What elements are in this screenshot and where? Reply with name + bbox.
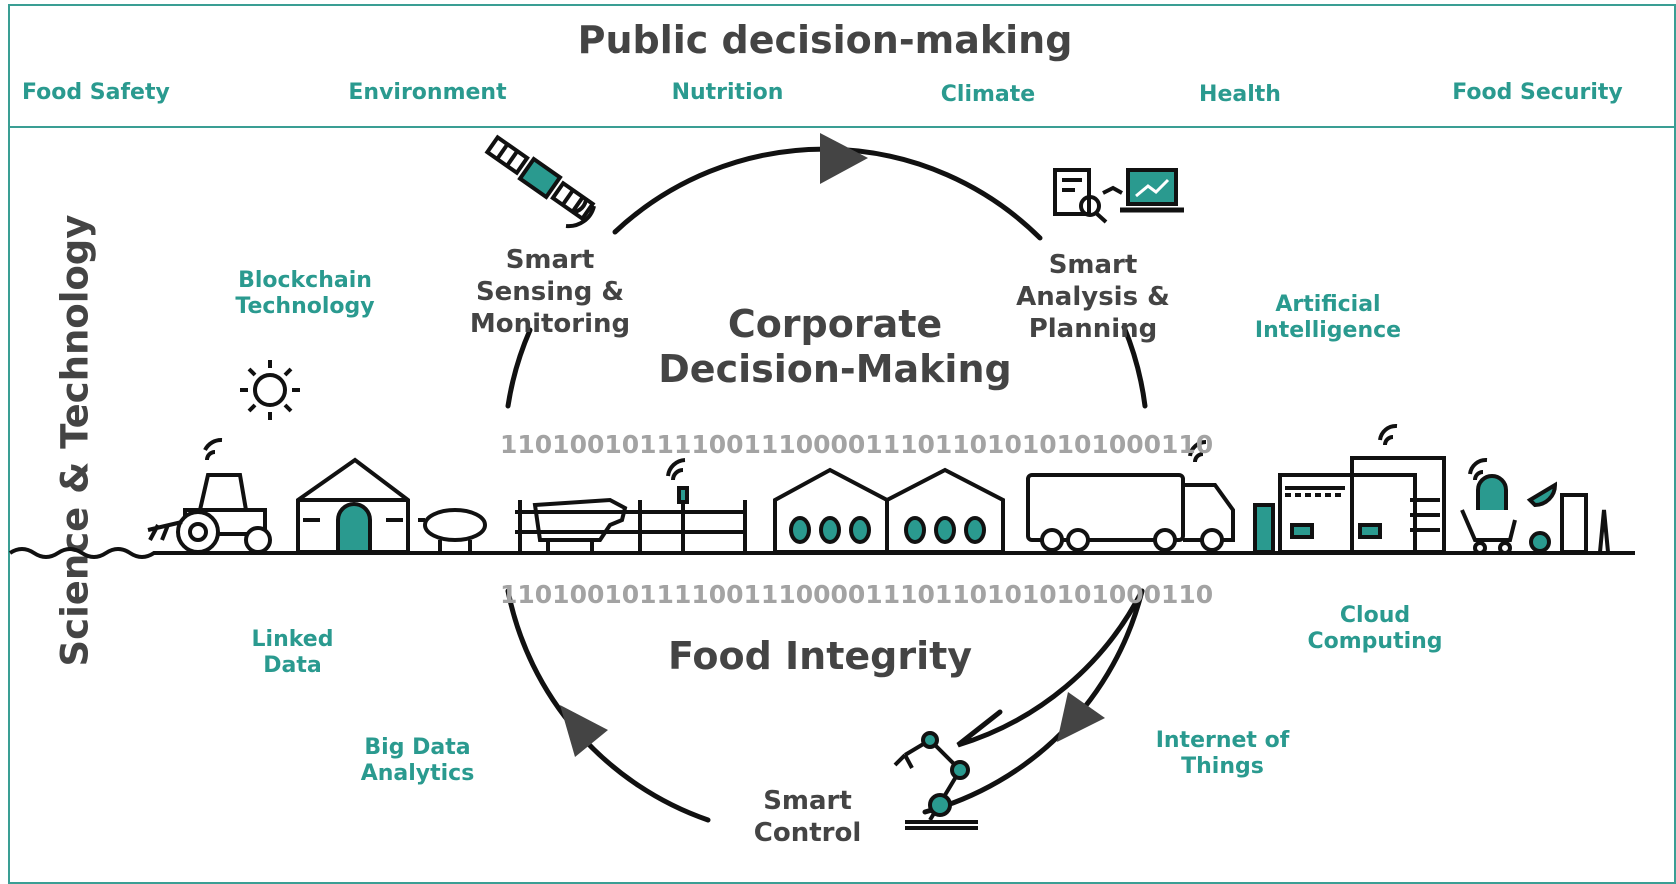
corporate-decision-label: Corporate Decision-Making — [658, 302, 1012, 391]
topic-environment: Environment — [348, 80, 507, 105]
grocery-icon — [1460, 457, 1610, 555]
cycle-arc-top-left — [505, 327, 533, 409]
tech-big-data: Big Data Analytics — [350, 735, 485, 787]
header-divider — [8, 126, 1676, 128]
arrowhead-left — [560, 705, 608, 757]
topic-food-security: Food Security — [1452, 80, 1623, 105]
topic-nutrition: Nutrition — [671, 80, 784, 105]
tech-big-data-label: Big Data Analytics — [360, 735, 475, 786]
stage-control-label: Smart Control — [753, 786, 862, 848]
tech-iot: Internet of Things — [1150, 728, 1295, 780]
tech-artificial-intelligence: Artificial Intelligence — [1253, 292, 1403, 344]
greenhouse-icon — [773, 467, 1005, 554]
report-laptop-icon — [1053, 168, 1184, 224]
cycle-arc-bottom-right — [956, 588, 1145, 748]
tech-cloud-label: Cloud Computing — [1307, 603, 1443, 654]
food-integrity-title: Food Integrity — [667, 634, 973, 678]
barn-icon — [296, 457, 410, 554]
topic-food-safety: Food Safety — [22, 80, 170, 105]
tech-linked-data: Linked Data — [230, 627, 355, 679]
tech-iot-label: Internet of Things — [1155, 728, 1290, 779]
stage-sensing-label: Smart Sensing & Monitoring — [469, 245, 631, 339]
tech-blockchain-label: Blockchain Technology — [235, 268, 375, 319]
binary-upper: 1101001011110011100001110110101010100011… — [500, 430, 1214, 459]
pig-icon — [418, 508, 487, 552]
stage-analysis: Smart Analysis & Planning — [1003, 249, 1183, 345]
cycle-arc-top-right — [1121, 324, 1148, 409]
public-decision-title: Public decision-making — [577, 18, 1073, 62]
stage-sensing: Smart Sensing & Monitoring — [460, 244, 640, 340]
arrowhead-right — [1057, 692, 1105, 742]
tech-linked-data-label: Linked Data — [251, 627, 334, 678]
arrowhead-top — [820, 133, 868, 184]
stage-analysis-label: Smart Analysis & Planning — [1016, 250, 1170, 344]
diagram-artwork — [8, 133, 1635, 830]
binary-lower: 1101001011110011100001110110101010100011… — [500, 580, 1214, 609]
robot-arm-icon — [893, 731, 978, 830]
sun-icon — [240, 360, 300, 420]
stage-control: Smart Control — [735, 785, 880, 849]
cow-icon — [515, 497, 747, 552]
truck-icon — [1026, 439, 1235, 552]
tech-cloud-computing: Cloud Computing — [1300, 603, 1450, 655]
ground-line — [8, 547, 1635, 559]
tech-ai-label: Artificial Intelligence — [1254, 292, 1402, 343]
topic-health: Health — [1199, 82, 1281, 107]
satellite-signal — [565, 197, 596, 229]
tractor-icon — [147, 438, 272, 554]
topic-climate: Climate — [940, 82, 1036, 107]
satellite-icon — [484, 134, 596, 222]
sensor-icon — [666, 458, 689, 552]
cycle-arc-bottom-left — [505, 588, 711, 823]
shop-icon — [1253, 423, 1446, 554]
tech-blockchain: Blockchain Technology — [230, 268, 380, 320]
corporate-decision-title: Corporate Decision-Making — [640, 302, 1030, 392]
